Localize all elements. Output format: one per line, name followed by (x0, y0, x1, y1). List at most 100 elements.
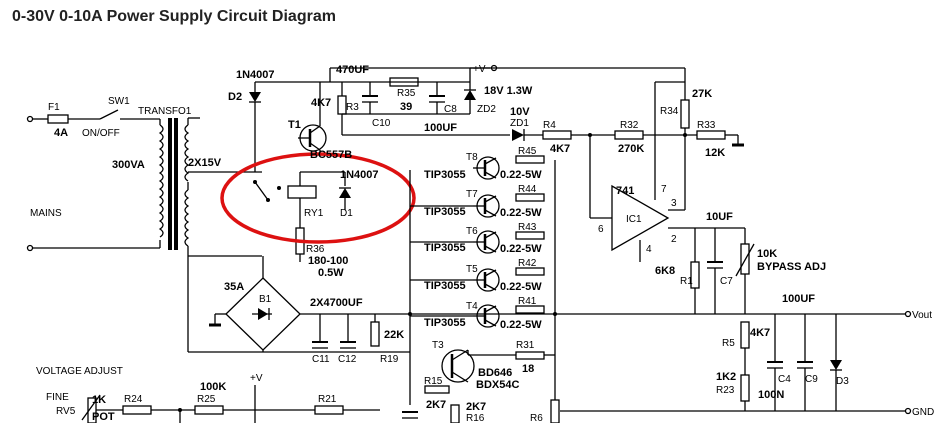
label-d1-part: 1N4007 (340, 169, 379, 181)
label-r4: R4 (543, 120, 556, 131)
label-r42: R42 (518, 258, 537, 269)
label-tip-t5: TIP3055 (424, 280, 466, 292)
label-f1: F1 (48, 102, 60, 113)
label-r4-value: 4K7 (550, 143, 570, 155)
label-onoff: ON/OFF (82, 128, 120, 139)
label-mains: MAINS (30, 208, 62, 219)
label-r5-value: 4K7 (750, 327, 770, 339)
label-c10: C10 (372, 118, 391, 129)
label-bdx54c: BDX54C (476, 379, 519, 391)
label-gnd: GND (912, 407, 934, 418)
filter-caps (312, 314, 380, 349)
highlight-ellipse (220, 152, 416, 244)
label-r16-value: 2K7 (466, 401, 486, 413)
label-pin2: 2 (671, 234, 677, 245)
label-tip-t7: TIP3055 (424, 206, 466, 218)
label-pin4: 4 (646, 244, 652, 255)
mains-input (26, 109, 161, 252)
transformer (158, 117, 262, 257)
opamp-ic1 (611, 135, 755, 314)
label-r24: R24 (124, 394, 143, 405)
fuse-f1 (47, 114, 69, 124)
label-r43-value: 0.22-5W (500, 243, 542, 255)
label-voltage-adjust: VOLTAGE ADJUST (36, 366, 123, 377)
label-r35: R35 (397, 88, 416, 99)
page-title: 0-30V 0-10A Power Supply Circuit Diagram (12, 8, 336, 25)
label-r21: R21 (318, 394, 337, 405)
label-ry1: RY1 (304, 208, 324, 219)
label-10k: 10K (757, 248, 777, 260)
label-100uf-out: 100UF (782, 293, 815, 305)
label-pin6: 6 (598, 224, 604, 235)
label-t1: T1 (288, 119, 301, 131)
label-b1: B1 (259, 294, 272, 305)
label-c9: C9 (805, 374, 818, 385)
label-10uf: 10UF (706, 211, 733, 223)
label-c8-value: 100UF (424, 122, 457, 134)
label-transfo: TRANSFO1 (138, 106, 192, 117)
label-tip-t4: TIP3055 (424, 317, 466, 329)
label-10v: 10V (510, 106, 530, 118)
label-12k: 12K (705, 147, 725, 159)
label-tip-t8: TIP3055 (424, 169, 466, 181)
label-t7: T7 (466, 189, 478, 200)
label-bypass-adj: BYPASS ADJ (757, 261, 826, 273)
label-r41: R41 (518, 296, 537, 307)
label-r3: R3 (346, 102, 359, 113)
labels: F1 4A SW1 ON/OFF TRANSFO1 300VA 2X15V MA… (30, 64, 934, 423)
switch-sw1 (99, 109, 119, 120)
label-r16: R16 (466, 413, 485, 423)
label-r43: R43 (518, 222, 537, 233)
label-r32-value: 270K (618, 143, 644, 155)
label-100k: 100K (200, 381, 226, 393)
bridge-rectifier-b1 (187, 256, 905, 353)
label-r25: R25 (197, 394, 216, 405)
label-d3: D3 (836, 376, 849, 387)
label-r23-value: 1K2 (716, 371, 736, 383)
label-zd1: ZD1 (510, 118, 529, 129)
label-fine: FINE (46, 392, 69, 403)
label-r31-value: 18 (522, 363, 534, 375)
transistor-t1 (298, 82, 510, 156)
label-tip-t6: TIP3055 (424, 242, 466, 254)
label-d1: D1 (340, 208, 353, 219)
power-transistors (408, 155, 557, 400)
label-r5: R5 (722, 338, 735, 349)
label-r42-value: 0.22-5W (500, 281, 542, 293)
label-r44-value: 0.22-5W (500, 207, 542, 219)
resistor-r35 (389, 77, 419, 87)
label-2x15v: 2X15V (188, 157, 222, 169)
label-t5: T5 (466, 264, 478, 275)
label-vplus: +V (473, 64, 486, 75)
label-r34: R34 (660, 106, 679, 117)
label-ic1: IC1 (626, 214, 642, 225)
label-r45-value: 0.22-5W (500, 169, 542, 181)
label-c11: C11 (312, 354, 330, 365)
label-r31: R31 (516, 340, 535, 351)
label-741: 741 (616, 185, 634, 197)
label-vout: Vout (912, 310, 932, 321)
label-r3-value: 4K7 (311, 97, 331, 109)
label-vplus-2: +V (250, 373, 263, 384)
relay-ry1 (220, 152, 416, 262)
label-22k: 22K (384, 329, 404, 341)
label-pin7: 7 (661, 184, 667, 195)
label-r36-value: 180-100 (308, 255, 348, 267)
label-pin3: 3 (671, 198, 677, 209)
label-r36-watt: 0.5W (318, 267, 344, 279)
resistor-r3 (337, 95, 347, 115)
label-t3: T3 (432, 340, 444, 351)
label-d2: D2 (228, 91, 242, 103)
label-c7: C7 (720, 276, 733, 287)
label-r36: R36 (306, 244, 325, 255)
label-t4: T4 (466, 301, 478, 312)
label-pot: POT (92, 411, 115, 423)
label-sw1: SW1 (108, 96, 130, 107)
label-27k: 27K (692, 88, 712, 100)
label-r15-value: 2K7 (426, 399, 446, 411)
label-470uf: 470UF (336, 64, 369, 76)
label-zd2: ZD2 (477, 104, 496, 115)
transistor-t3 (402, 349, 560, 423)
label-2x4700uf: 2X4700UF (310, 297, 363, 309)
